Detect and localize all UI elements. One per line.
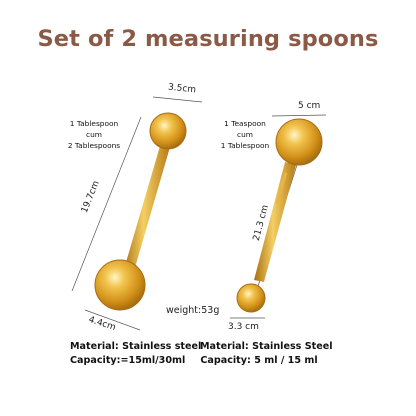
right-label-line-3: 1 Tablespoon [220,141,270,150]
right-material: Material: Stainless Steel [200,341,333,352]
right-spoon [230,114,327,319]
weight-label: weight:53g [166,305,220,316]
left-label-line-3: 2 Tablespoons [67,141,121,150]
left-spoon-capacity-label: 1 Tablespoon cum 2 Tablespoons [58,118,130,151]
left-dim-bottom-line [84,309,141,331]
right-dim-top-label: 5 cm [298,101,321,111]
right-label-line-2: cum [237,130,253,139]
left-capacity: Capacity:=15ml/30ml [70,354,186,366]
left-spoon [71,96,203,331]
left-material-info: Material: Stainless steel Capacity:=15ml… [70,340,201,367]
left-dim-length-line [71,116,142,292]
left-spoon-handle [122,146,170,278]
left-label-line-1: 1 Tablespoon [69,119,119,128]
left-material: Material: Stainless steel [70,341,202,352]
right-spoon-handle [254,162,296,282]
left-spoon-top-bowl [150,113,186,149]
left-label-line-2: cum [86,130,102,139]
right-material-info: Material: Stainless Steel Capacity: 5 ml… [200,340,333,367]
right-label-line-1: 1 Teaspoon [224,119,266,128]
right-capacity: Capacity: 5 ml / 15 ml [200,354,318,366]
right-spoon-capacity-label: 1 Teaspoon cum 1 Tablespoon [210,118,280,151]
left-dim-top-line [152,96,203,103]
right-dim-top-line [271,114,327,117]
right-spoon-bottom-bowl [237,284,265,312]
page-title: Set of 2 measuring spoons [37,26,379,52]
right-dim-bottom-label: 3.3 cm [228,322,259,332]
right-spoon-top-bowl [276,119,322,165]
left-spoon-bottom-bowl [95,260,145,310]
